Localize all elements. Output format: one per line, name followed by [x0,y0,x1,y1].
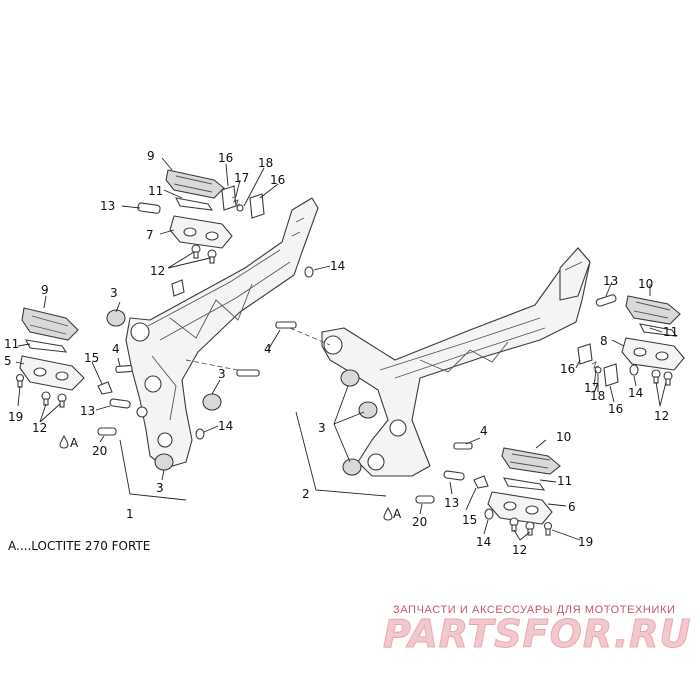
loctite-mark-a: A [70,436,79,450]
callout-9: 9 [41,283,49,297]
callout-12: 12 [32,421,47,435]
callout-10: 10 [638,277,653,291]
callout-15: 15 [462,513,477,527]
callout-13: 13 [603,274,618,288]
callout-13: 13 [80,404,95,418]
leader-lines [15,157,667,541]
callout-20: 20 [92,444,107,458]
callout-4: 4 [264,342,272,356]
callout-3: 3 [318,421,326,435]
callout-3: 3 [156,481,164,495]
callout-4: 4 [112,342,120,356]
callout-14: 14 [476,535,491,549]
callout-2: 2 [302,487,310,501]
callout-labels: 1 2 3 3 3 3 4 4 4 5 6 7 8 9 9 10 10 11 1… [4,149,678,557]
callout-20: 20 [412,515,427,529]
callout-1: 1 [126,507,134,521]
callout-12: 12 [512,543,527,557]
callout-3: 3 [110,286,118,300]
callout-17: 17 [584,381,599,395]
bushing-parts [106,309,378,476]
callout-16: 16 [218,151,233,165]
footpeg-parts [19,215,685,525]
callout-15: 15 [84,351,99,365]
axis-line [185,359,259,375]
watermark-tagline: ЗАПЧАСТИ И АКСЕССУАРЫ ДЛЯ МОТОТЕХНИКИ [393,604,676,616]
callout-18: 18 [590,389,605,403]
callout-18: 18 [258,156,273,170]
callout-13: 13 [100,199,115,213]
axis-line [289,327,331,346]
callout-17: 17 [234,171,249,185]
drop-icon [383,506,393,521]
drop-icon [59,434,69,449]
callout-16: 16 [270,173,285,187]
callout-14: 14 [218,419,233,433]
small-hardware-parts [15,185,673,536]
callout-5: 5 [4,354,12,368]
callout-16: 16 [608,402,623,416]
loctite-marks: A A [59,434,402,521]
callout-11: 11 [557,474,572,488]
loctite-mark-a: A [393,507,402,521]
callout-3: 3 [218,367,226,381]
footpeg-rubber-parts [21,169,681,475]
callout-9: 9 [147,149,155,163]
loctite-note: A....LOCTITE 270 FORTE [8,539,151,553]
callout-11: 11 [4,337,19,351]
callout-11: 11 [663,325,678,339]
callout-12: 12 [150,264,165,278]
callout-12: 12 [654,409,669,423]
watermark-logo: PARTSFOR.RU [382,612,692,657]
left-footrest-bracket [125,197,319,469]
pin-parts [97,202,617,504]
callout-4: 4 [480,424,488,438]
callout-16: 16 [560,362,575,376]
callout-14: 14 [628,386,643,400]
callout-10: 10 [556,430,571,444]
callout-14: 14 [330,259,345,273]
callout-13: 13 [444,496,459,510]
callout-11: 11 [148,184,163,198]
right-footrest-bracket [321,247,591,477]
callout-6: 6 [568,500,576,514]
callout-8: 8 [600,334,608,348]
footpeg-plate-parts [25,197,678,491]
callout-19: 19 [578,535,593,549]
callout-7: 7 [146,228,154,242]
callout-19: 19 [8,410,23,424]
